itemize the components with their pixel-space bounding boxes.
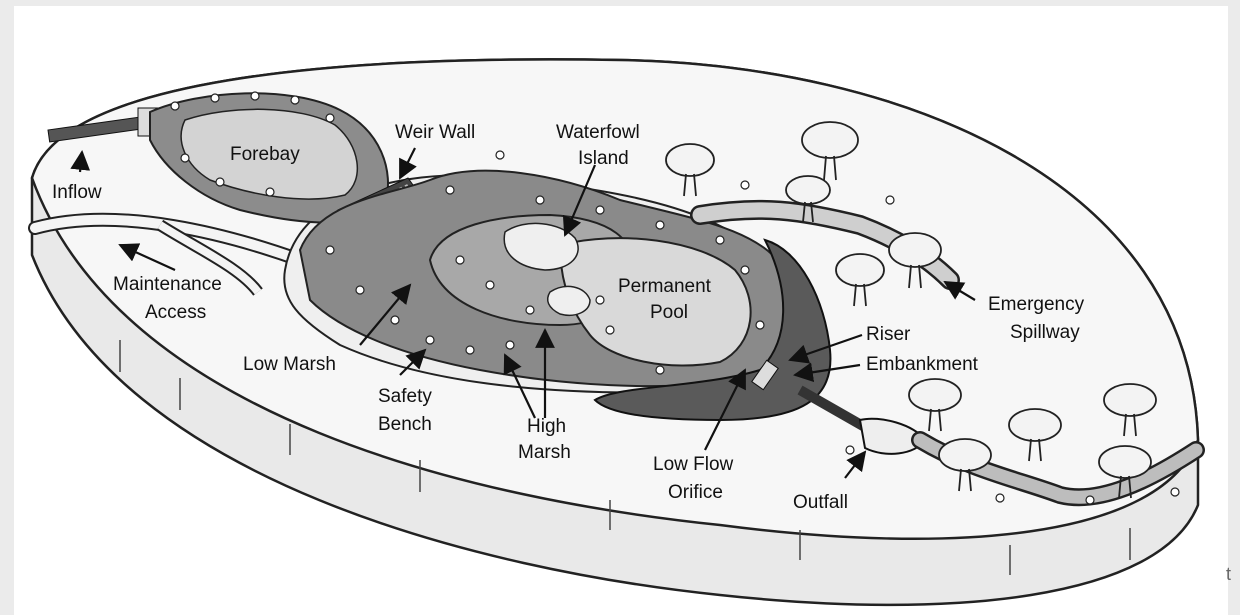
label-safety-line2: Bench	[378, 414, 432, 435]
label-maintenance-line1: Maintenance	[113, 274, 222, 295]
label-emergency-line2: Spillway	[1010, 322, 1080, 343]
label-lowflow-line2: Orifice	[668, 482, 723, 503]
label-low-marsh: Low Marsh	[243, 354, 336, 375]
label-lowflow-line1: Low Flow	[653, 454, 734, 475]
label-waterfowl-line1: Waterfowl	[556, 122, 640, 143]
label-forebay: Forebay	[230, 144, 300, 165]
label-high-marsh-line1: High	[527, 416, 566, 437]
label-high-marsh-line2: Marsh	[518, 442, 571, 463]
label-riser: Riser	[866, 324, 911, 345]
label-permanent-line2: Pool	[650, 302, 688, 323]
label-outfall: Outfall	[793, 492, 848, 513]
label-weir-wall: Weir Wall	[395, 122, 475, 143]
label-permanent-line1: Permanent	[618, 276, 712, 297]
label-safety-line1: Safety	[378, 386, 432, 407]
label-inflow: Inflow	[52, 182, 102, 203]
label-waterfowl-line2: Island	[578, 148, 629, 169]
label-emergency-line1: Emergency	[988, 294, 1085, 315]
label-maintenance-line2: Access	[145, 302, 206, 323]
label-embankment: Embankment	[866, 354, 979, 375]
